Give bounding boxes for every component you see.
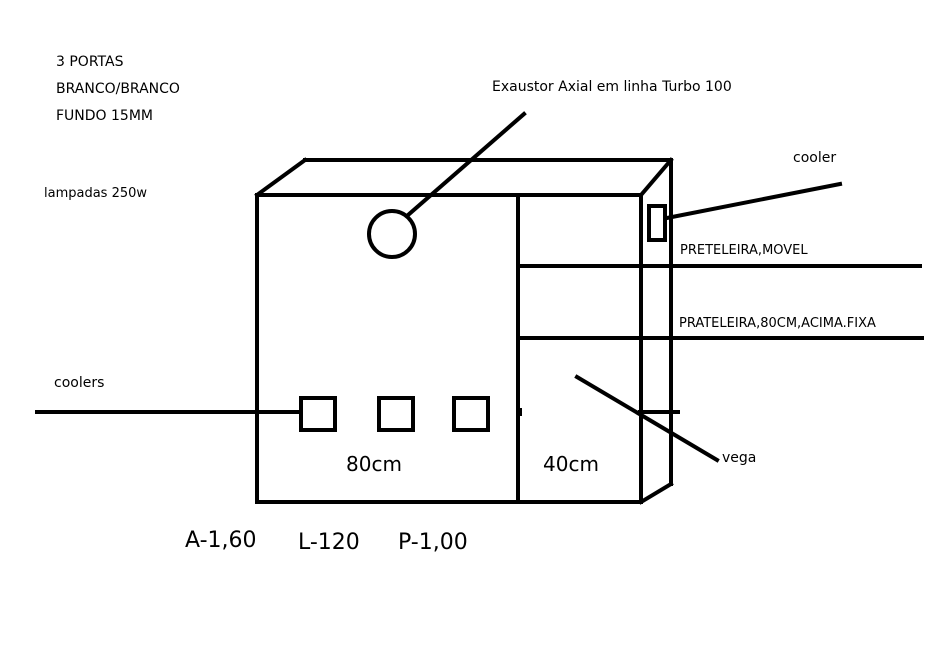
cooler-right-box (647, 204, 667, 242)
cabinet-front (255, 193, 643, 504)
dimension-width: L-120 (298, 530, 360, 555)
lamps-label: lampadas 250w (44, 186, 148, 201)
exhaust-fan (367, 209, 417, 259)
cooler-right-leader (664, 181, 843, 221)
vega-leader (574, 374, 720, 463)
spec-color: BRANCO/BRANCO (56, 81, 180, 97)
exhaust-label: Exaustor Axial em linha Turbo 100 (492, 79, 732, 95)
dimension-height: A-1,60 (185, 528, 257, 553)
cooler-box-3 (452, 396, 490, 432)
vega-label: vega (722, 450, 757, 466)
cooler-right-label: cooler (793, 150, 837, 166)
coolers-left-label: coolers (54, 375, 105, 391)
top-edge-left (254, 157, 308, 198)
width-side-label: 40cm (543, 452, 599, 476)
cooler-box-2 (377, 396, 415, 432)
side-edge-bottom (638, 481, 674, 505)
top-edge-right (638, 157, 674, 198)
cooler-box-1 (299, 396, 337, 432)
shelf-fixed-label: PRATELEIRA,80CM,ACIMA.FIXA (679, 316, 876, 331)
exhaust-leader (405, 111, 527, 218)
spec-back: FUNDO 15MM (56, 108, 153, 124)
shelf-movable-label: PRETELEIRA,MOVEL (680, 243, 808, 258)
width-main-label: 80cm (346, 452, 402, 476)
dimension-depth: P-1,00 (398, 530, 468, 555)
spec-doors: 3 PORTAS (56, 54, 124, 70)
